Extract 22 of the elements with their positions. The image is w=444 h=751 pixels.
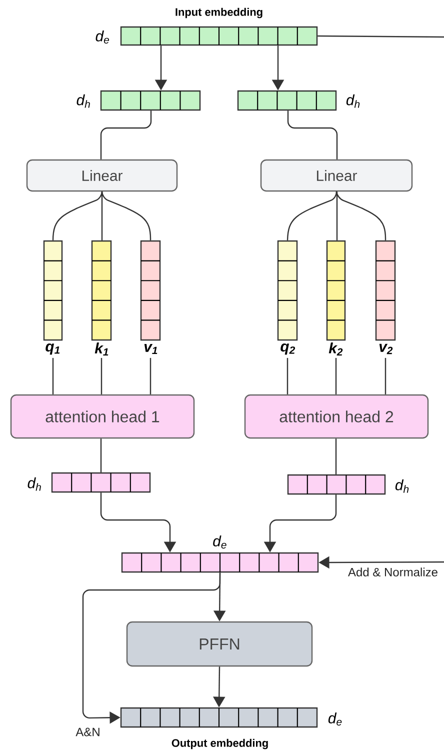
vector-label: q$_{1}$ bbox=[46, 343, 60, 355]
process-box: attention head 2 bbox=[244, 394, 429, 439]
dimension-label: d$_{h}$ bbox=[28, 477, 41, 491]
vector-label: k$_{1}$ bbox=[94, 342, 108, 356]
dimension-label: d$_{h}$ bbox=[76, 94, 90, 108]
process-box: attention head 1 bbox=[10, 394, 195, 439]
edge-label: A&N bbox=[74, 726, 102, 738]
dimension-label: d$_{h}$ bbox=[395, 479, 409, 493]
dimension-label: d$_{e}$ bbox=[96, 30, 110, 44]
heading: Output embedding bbox=[172, 738, 268, 750]
dimension-label: d$_{h}$ bbox=[346, 94, 360, 108]
dimension-label: d$_{e}$ bbox=[213, 535, 226, 549]
vector-label: k$_{2}$ bbox=[328, 342, 343, 356]
dimension-label: d$_{e}$ bbox=[328, 712, 342, 726]
vector-label: q$_{2}$ bbox=[280, 343, 296, 355]
process-box: Linear bbox=[26, 159, 178, 192]
process-box: Linear bbox=[260, 159, 413, 192]
process-box: PFFN bbox=[126, 621, 313, 667]
edge-label: Add & Normalize bbox=[346, 566, 440, 578]
vector-label: v$_{1}$ bbox=[144, 344, 158, 354]
vector-label: v$_{2}$ bbox=[379, 344, 393, 354]
heading: Input embedding bbox=[176, 8, 262, 18]
